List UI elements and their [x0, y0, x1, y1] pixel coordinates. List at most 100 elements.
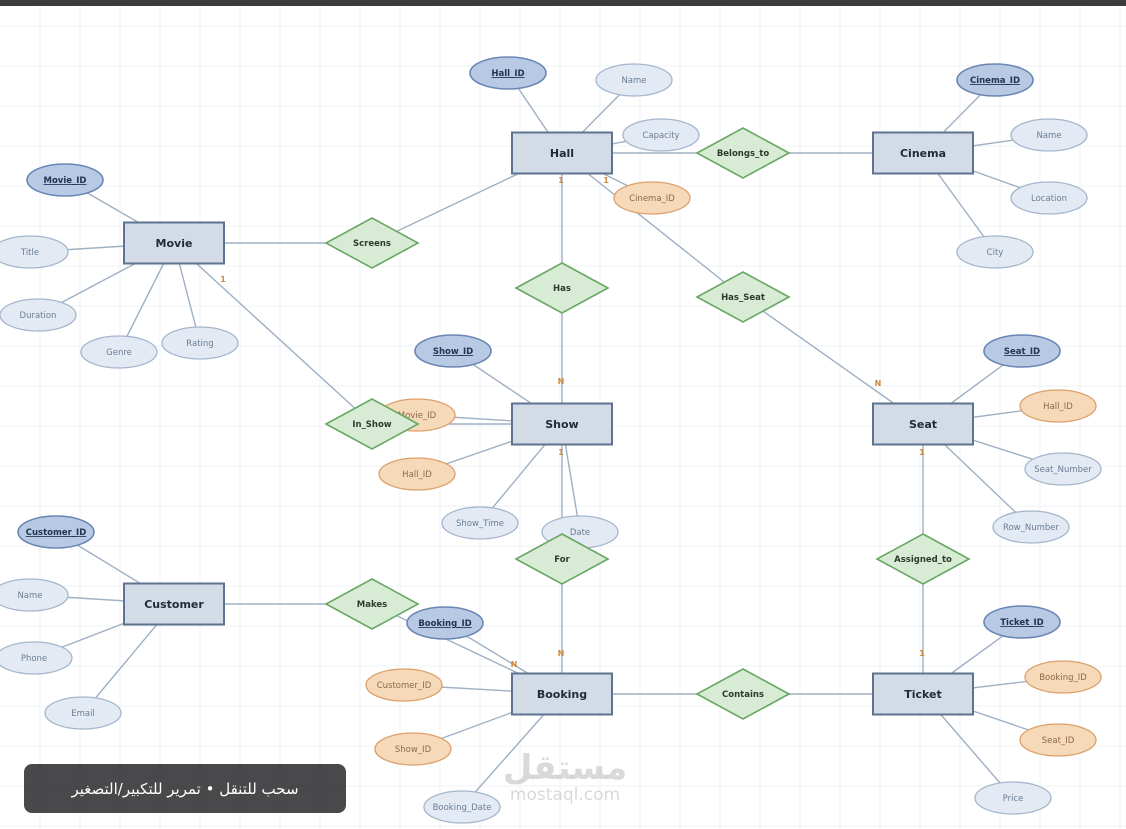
attribute-cinema_location[interactable]: Location	[1010, 181, 1088, 215]
relationship-has_seat[interactable]: Has_Seat	[695, 271, 791, 323]
attribute-label: Booking_Date	[433, 803, 492, 813]
relationship-label: Screens	[353, 239, 391, 249]
relationship-assigned_to[interactable]: Assigned_to	[875, 533, 971, 585]
attribute-ellipse	[378, 457, 456, 491]
navigation-hint: سحب للتنقل • تمرير للتكبير/التصغير	[24, 764, 346, 813]
attribute-ellipse	[956, 235, 1034, 269]
relationship-diamond	[875, 533, 971, 585]
attribute-booking_date[interactable]: Booking_Date	[423, 790, 501, 824]
attribute-customer_email[interactable]: Email	[44, 696, 122, 730]
entity-hall[interactable]: Hall	[511, 131, 613, 175]
attribute-label: Seat_ID	[1004, 347, 1040, 357]
attribute-customer_phone[interactable]: Phone	[0, 641, 73, 675]
attribute-ellipse	[974, 781, 1052, 815]
cardinality-movie_inshow: 1	[220, 275, 226, 284]
attribute-label: Hall_ID	[1043, 402, 1073, 412]
relationship-belongs_to[interactable]: Belongs_to	[695, 127, 791, 179]
attribute-ellipse	[423, 790, 501, 824]
cardinality-show_for: 1	[558, 448, 564, 457]
attribute-ellipse	[0, 298, 77, 332]
relationship-screens[interactable]: Screens	[324, 217, 420, 269]
relationship-label: Has	[553, 284, 571, 294]
mostaql-watermark: مستقل mostaql.com	[495, 750, 635, 804]
entity-movie[interactable]: Movie	[123, 221, 225, 265]
relationship-label: Has_Seat	[721, 293, 765, 303]
attribute-movie_duration[interactable]: Duration	[0, 298, 77, 332]
entity-cinema[interactable]: Cinema	[872, 131, 974, 175]
relationship-label: Assigned_to	[894, 555, 952, 565]
attribute-ticket_price[interactable]: Price	[974, 781, 1052, 815]
cardinality-booking_for: N	[558, 649, 565, 658]
attribute-label: Customer_ID	[377, 681, 432, 691]
attribute-ellipse	[983, 334, 1061, 368]
attribute-ellipse	[1010, 118, 1088, 152]
attribute-booking_id[interactable]: Booking_ID	[406, 606, 484, 640]
attribute-seat_number[interactable]: Seat_Number	[1024, 452, 1102, 486]
attribute-label: Title	[20, 248, 39, 258]
attribute-cinema_name[interactable]: Name	[1010, 118, 1088, 152]
attribute-label: Capacity	[642, 131, 679, 141]
attribute-ellipse	[983, 605, 1061, 639]
attribute-label: Genre	[106, 348, 132, 358]
relationship-diamond	[695, 127, 791, 179]
attribute-hall_name[interactable]: Name	[595, 63, 673, 97]
attribute-booking_show_id[interactable]: Show_ID	[374, 732, 452, 766]
attribute-seat_id[interactable]: Seat_ID	[983, 334, 1061, 368]
attribute-ellipse	[0, 235, 69, 269]
attribute-ticket_seat_id[interactable]: Seat_ID	[1019, 723, 1097, 757]
entity-customer[interactable]: Customer	[123, 582, 225, 626]
relationship-label: For	[554, 555, 570, 565]
cardinality-seat_hasseat: N	[875, 379, 882, 388]
attribute-ellipse	[161, 326, 239, 360]
attribute-label: Customer_ID	[26, 528, 87, 538]
entity-ticket[interactable]: Ticket	[872, 672, 974, 716]
attribute-seat_row[interactable]: Row_Number	[992, 510, 1070, 544]
attribute-cinema_city[interactable]: City	[956, 235, 1034, 269]
attribute-ellipse	[0, 641, 73, 675]
relationship-has[interactable]: Has	[514, 262, 610, 314]
attribute-label: Location	[1031, 194, 1067, 204]
attribute-cinema_id[interactable]: Cinema_ID	[956, 63, 1034, 97]
attribute-label: Show_ID	[395, 745, 432, 755]
attribute-customer_id[interactable]: Customer_ID	[17, 515, 95, 549]
entity-box	[511, 402, 613, 446]
er-diagram-canvas[interactable]: Movie_IDTitleDurationGenreRatingHall_IDN…	[0, 6, 1126, 829]
entity-show[interactable]: Show	[511, 402, 613, 446]
attribute-movie_genre[interactable]: Genre	[80, 335, 158, 369]
relationship-diamond	[324, 578, 420, 630]
attribute-label: Seat_Number	[1034, 465, 1092, 475]
attribute-booking_customer_id[interactable]: Customer_ID	[365, 668, 443, 702]
attribute-label: Rating	[186, 339, 213, 349]
attribute-hall_capacity[interactable]: Capacity	[622, 118, 700, 152]
attribute-hall_cinema_id[interactable]: Cinema_ID	[613, 181, 691, 215]
attribute-show_hall_id[interactable]: Hall_ID	[378, 457, 456, 491]
attribute-hall_id[interactable]: Hall_ID	[469, 56, 547, 90]
relationship-for[interactable]: For	[514, 533, 610, 585]
attribute-ellipse	[365, 668, 443, 702]
entity-seat[interactable]: Seat	[872, 402, 974, 446]
attribute-seat_hall_id[interactable]: Hall_ID	[1019, 389, 1097, 423]
attribute-ellipse	[622, 118, 700, 152]
relationship-diamond	[514, 262, 610, 314]
attribute-ellipse	[613, 181, 691, 215]
attribute-ticket_booking_id[interactable]: Booking_ID	[1024, 660, 1102, 694]
entity-booking[interactable]: Booking	[511, 672, 613, 716]
attribute-label: Booking_ID	[1039, 673, 1087, 683]
attribute-movie_title[interactable]: Title	[0, 235, 69, 269]
entity-box	[123, 221, 225, 265]
entity-box	[872, 131, 974, 175]
attribute-movie_rating[interactable]: Rating	[161, 326, 239, 360]
attribute-ticket_id[interactable]: Ticket_ID	[983, 605, 1061, 639]
entity-label: Cinema	[900, 147, 946, 160]
relationship-makes[interactable]: Makes	[324, 578, 420, 630]
attribute-movie_id[interactable]: Movie_ID	[26, 163, 104, 197]
attribute-show_time[interactable]: Show_Time	[441, 506, 519, 540]
cardinality-hall_hasseat: 1	[603, 176, 609, 185]
attribute-customer_name[interactable]: Name	[0, 578, 69, 612]
relationship-in_show[interactable]: In_Show	[324, 398, 420, 450]
attribute-show_id[interactable]: Show_ID	[414, 334, 492, 368]
relationship-diamond	[324, 217, 420, 269]
relationship-contains[interactable]: Contains	[695, 668, 791, 720]
relationship-label: Makes	[357, 600, 387, 610]
